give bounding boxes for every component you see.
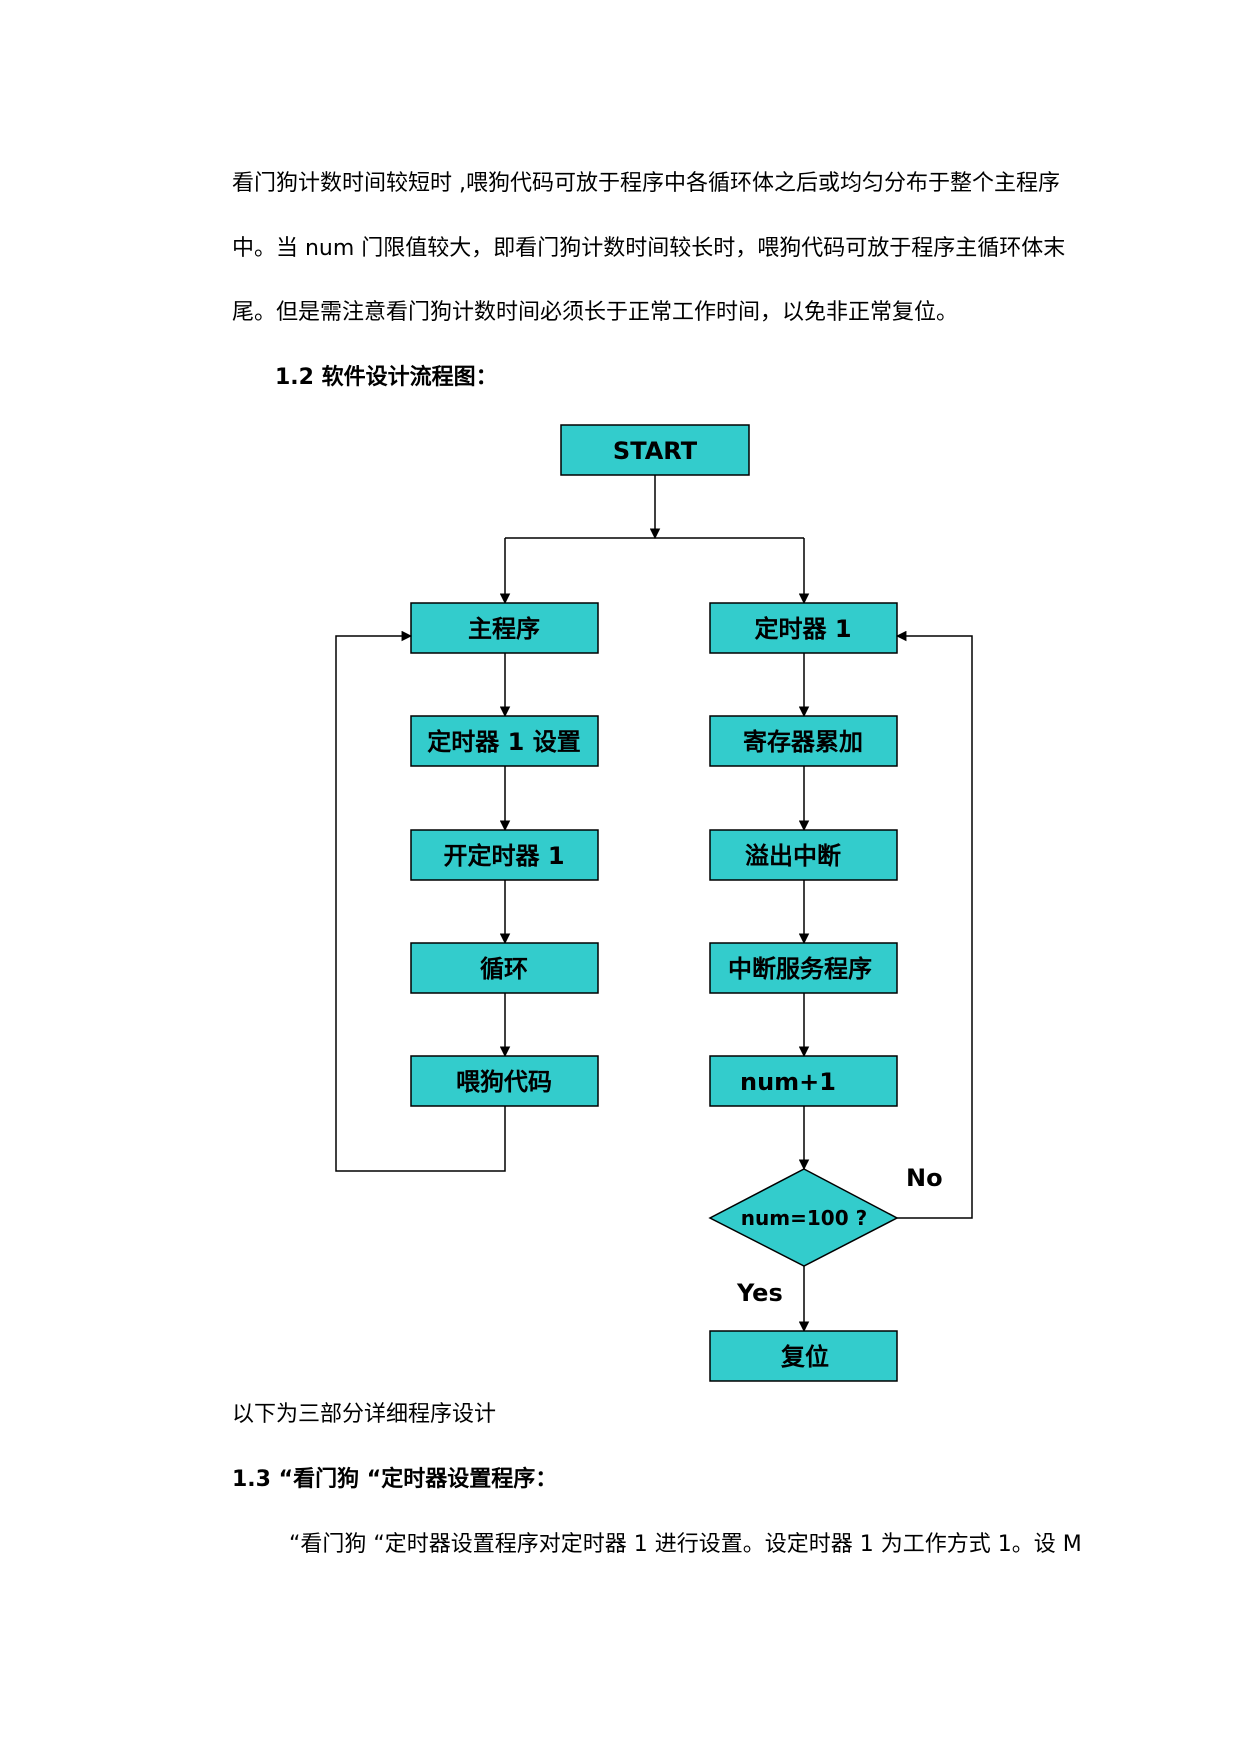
feed-dog-label: 喂狗代码: [456, 1068, 552, 1096]
start-label: START: [613, 437, 698, 465]
section-heading-1-2: 1.2 软件设计流程图：: [275, 365, 498, 390]
timer-setup-label: 定时器 1 设置: [427, 728, 580, 756]
timer1-label: 定时器 1: [754, 615, 851, 643]
num-increment-label: num+1: [740, 1068, 836, 1096]
paragraph-line-2: 中。当 num 门限值较大，即看门狗计数时间较长时，喂狗代码可放于程序主循环体末: [232, 236, 1066, 261]
register-accumulate-box: 寄存器累加: [709, 715, 898, 767]
paragraph-line-3: 尾。但是需注意看门狗计数时间必须长于正常工作时间，以免非正常复位。: [232, 300, 959, 325]
intro-next-sections: 以下为三部分详细程序设计: [232, 1402, 497, 1427]
no-label: No: [906, 1164, 943, 1192]
num-increment-box: num+1: [709, 1055, 898, 1107]
feed-dog-box: 喂狗代码: [410, 1055, 599, 1107]
decision-label: num=100 ?: [741, 1206, 867, 1230]
reset-label: 复位: [780, 1343, 829, 1371]
register-accumulate-label: 寄存器累加: [743, 728, 863, 756]
start-box: START: [560, 424, 750, 476]
section-heading-1-3: 1.3 “看门狗 “定时器设置程序：: [232, 1467, 558, 1492]
no-branch-line: [895, 630, 973, 1219]
timer1-box: 定时器 1: [709, 602, 898, 654]
reset-box: 复位: [709, 1330, 898, 1382]
left-loop-back-line: [335, 630, 506, 1172]
overflow-interrupt-label: 溢出中断: [745, 842, 841, 870]
loop-box: 循环: [410, 942, 599, 994]
main-program-box: 主程序: [410, 602, 599, 654]
overflow-interrupt-box: 溢出中断: [709, 829, 898, 881]
open-timer-box: 开定时器 1: [410, 829, 599, 881]
yes-label: Yes: [736, 1279, 783, 1307]
timer-setup-box: 定时器 1 设置: [410, 715, 599, 767]
main-program-label: 主程序: [468, 615, 540, 643]
decision-diamond: num=100 ?: [708, 1168, 899, 1267]
paragraph-line-1: 看门狗计数时间较短时 ,喂狗代码可放于程序中各循环体之后或均匀分布于整个主程序: [232, 171, 1060, 196]
loop-label: 循环: [480, 955, 528, 983]
paragraph-1-3: “看门狗 “定时器设置程序对定时器 1 进行设置。设定时器 1 为工作方式 1。…: [289, 1532, 1082, 1557]
isr-box: 中断服务程序: [709, 942, 898, 994]
isr-label: 中断服务程序: [728, 955, 872, 983]
open-timer-label: 开定时器 1: [443, 842, 564, 870]
